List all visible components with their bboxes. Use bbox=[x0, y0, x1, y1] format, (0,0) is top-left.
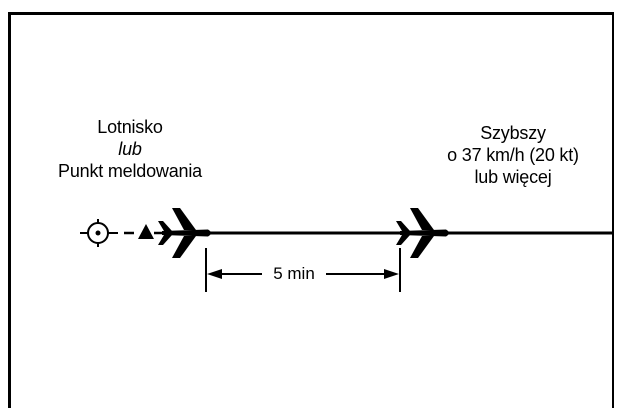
label-line-faster: Szybszy bbox=[480, 123, 546, 143]
label-line-or-more: lub więcej bbox=[474, 167, 552, 187]
label-line-or: lub bbox=[118, 139, 142, 159]
triangle-arrow-icon bbox=[138, 224, 154, 239]
target-crosshair-icon bbox=[80, 219, 118, 247]
label-line-reporting-point: Punkt meldowania bbox=[58, 161, 202, 181]
separation-time-label: 5 min bbox=[262, 264, 326, 284]
reporting-point-label: Lotnisko lub Punkt meldowania bbox=[40, 116, 220, 182]
airplane-icon-second bbox=[396, 208, 449, 258]
airplane-icon-first bbox=[158, 208, 211, 258]
diagram-frame bbox=[8, 12, 614, 408]
faster-aircraft-label: Szybszy o 37 km/h (20 kt) lub więcej bbox=[420, 122, 606, 188]
label-line-airport: Lotnisko bbox=[97, 117, 163, 137]
label-line-speed: o 37 km/h (20 kt) bbox=[447, 145, 579, 165]
